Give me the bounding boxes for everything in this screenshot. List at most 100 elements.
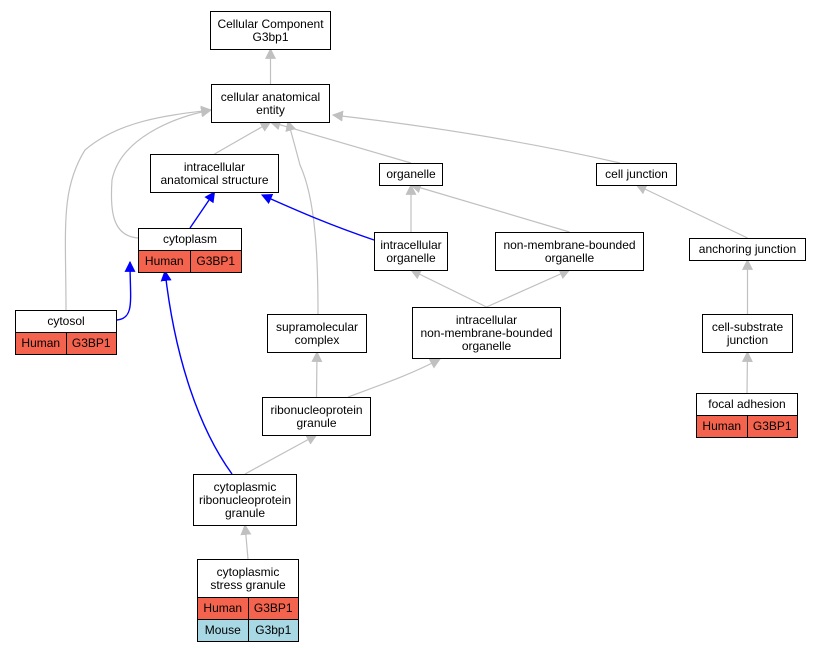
node-label-line: anchoring junction — [698, 242, 797, 256]
node-label-line: cytoplasm — [162, 232, 218, 246]
edge-inmbo-to-intra-org — [410, 269, 487, 308]
node-label: cell junction — [597, 164, 676, 185]
node-label-line: stress granule — [210, 577, 286, 592]
node-label-line: supramolecular — [275, 319, 359, 334]
node-label-line: junction — [726, 332, 769, 347]
annotation-row: Human G3BP1 — [198, 597, 298, 619]
node-label-line: cellular anatomical — [220, 89, 321, 104]
node-cell-junction[interactable]: cell junction — [596, 163, 677, 186]
node-label-line: cell-substrate — [711, 319, 784, 334]
node-label-line: cell junction — [605, 167, 668, 181]
node-label-line: Cellular Component — [217, 16, 324, 31]
edge-ias-to-cae — [214, 121, 272, 155]
edge-anchoring-to-cell-junction — [635, 184, 748, 239]
species-cell: Human — [21, 336, 61, 350]
node-label-line: complex — [294, 332, 340, 347]
node-label-line: anatomical structure — [160, 172, 269, 187]
node-label: cytoplasm — [139, 229, 241, 250]
gene-cell: G3BP1 — [247, 598, 299, 619]
edge-supramol-to-cae — [285, 119, 319, 315]
species-cell: Mouse — [204, 623, 241, 637]
edge-cytosol-to-cytoplasm — [116, 260, 136, 321]
node-organelle[interactable]: organelle — [379, 163, 443, 186]
node-label-line: organelle — [386, 167, 436, 181]
node-label-line: intracellular — [380, 237, 442, 252]
edge-rnp-granule-to-inmbo — [347, 358, 441, 398]
gene-cell: G3BP1 — [746, 416, 798, 437]
node-label-line: non-membrane-bounded — [420, 325, 553, 340]
edge-cytoplasm-to-ias — [189, 191, 216, 229]
annotation-row: Human G3BP1 — [697, 415, 797, 437]
annotation-row: Mouse G3bp1 — [198, 619, 298, 641]
species-cell: Human — [702, 419, 742, 433]
node-label: anchoring junction — [690, 239, 805, 260]
node-label-line: entity — [256, 102, 285, 117]
edge-cyto-rnp-to-cytoplasm — [160, 269, 233, 475]
edge-cytoplasm-to-cae — [110, 106, 213, 239]
node-label-line: organelle — [386, 250, 436, 265]
edge-cytosol-to-cae — [64, 105, 213, 311]
species-cell: Human — [203, 601, 243, 615]
gene-cell: G3BP1 — [189, 251, 242, 272]
edge-inmbo-to-nmbo — [486, 269, 571, 308]
gene-cell: G3BP1 — [65, 333, 117, 354]
edge-rnp-granule-to-supramol — [311, 350, 323, 398]
edge-organelle-to-cae — [269, 119, 412, 164]
node-label: focal adhesion — [697, 394, 797, 415]
node-label-line: cytoplasmic — [216, 564, 280, 579]
edge-cyto-rnp-to-rnp-granule — [244, 434, 318, 475]
annotation-row: Human G3BP1 — [139, 250, 241, 272]
species-cell: Human — [144, 254, 184, 268]
edge-nmbo-to-organelle — [409, 182, 570, 233]
node-label-line: intracellular — [455, 312, 518, 327]
edge-stress-to-cyto-rnp — [240, 523, 252, 560]
node-label-line: focal adhesion — [708, 397, 786, 411]
node-label-line: organelle — [461, 338, 512, 353]
node-label-line: organelle — [544, 250, 595, 265]
node-label: cytosol — [16, 311, 116, 332]
node-label-line: ribonucleoprotein — [270, 402, 363, 417]
node-label-line: non-membrane-bounded — [503, 237, 636, 252]
node-label-line: G3bp1 — [252, 29, 289, 44]
annotation-row: Human G3BP1 — [16, 332, 116, 354]
gene-cell: G3bp1 — [247, 620, 299, 641]
node-label: organelle — [380, 164, 442, 185]
node-anchoring[interactable]: anchoring junction — [689, 238, 806, 261]
node-label-line: intracellular — [183, 159, 246, 174]
edge-cell-junction-to-cae — [331, 110, 621, 164]
node-label-line: cytoplasmic — [213, 479, 277, 494]
edge-focal-to-cell-substrate — [741, 350, 753, 394]
node-label-line: granule — [224, 505, 266, 520]
node-label-line: ribonucleoprotein — [198, 492, 292, 507]
node-label-line: granule — [296, 415, 337, 430]
node-label-line: cytosol — [47, 314, 85, 328]
edge-intra-org-to-ias — [260, 194, 375, 241]
